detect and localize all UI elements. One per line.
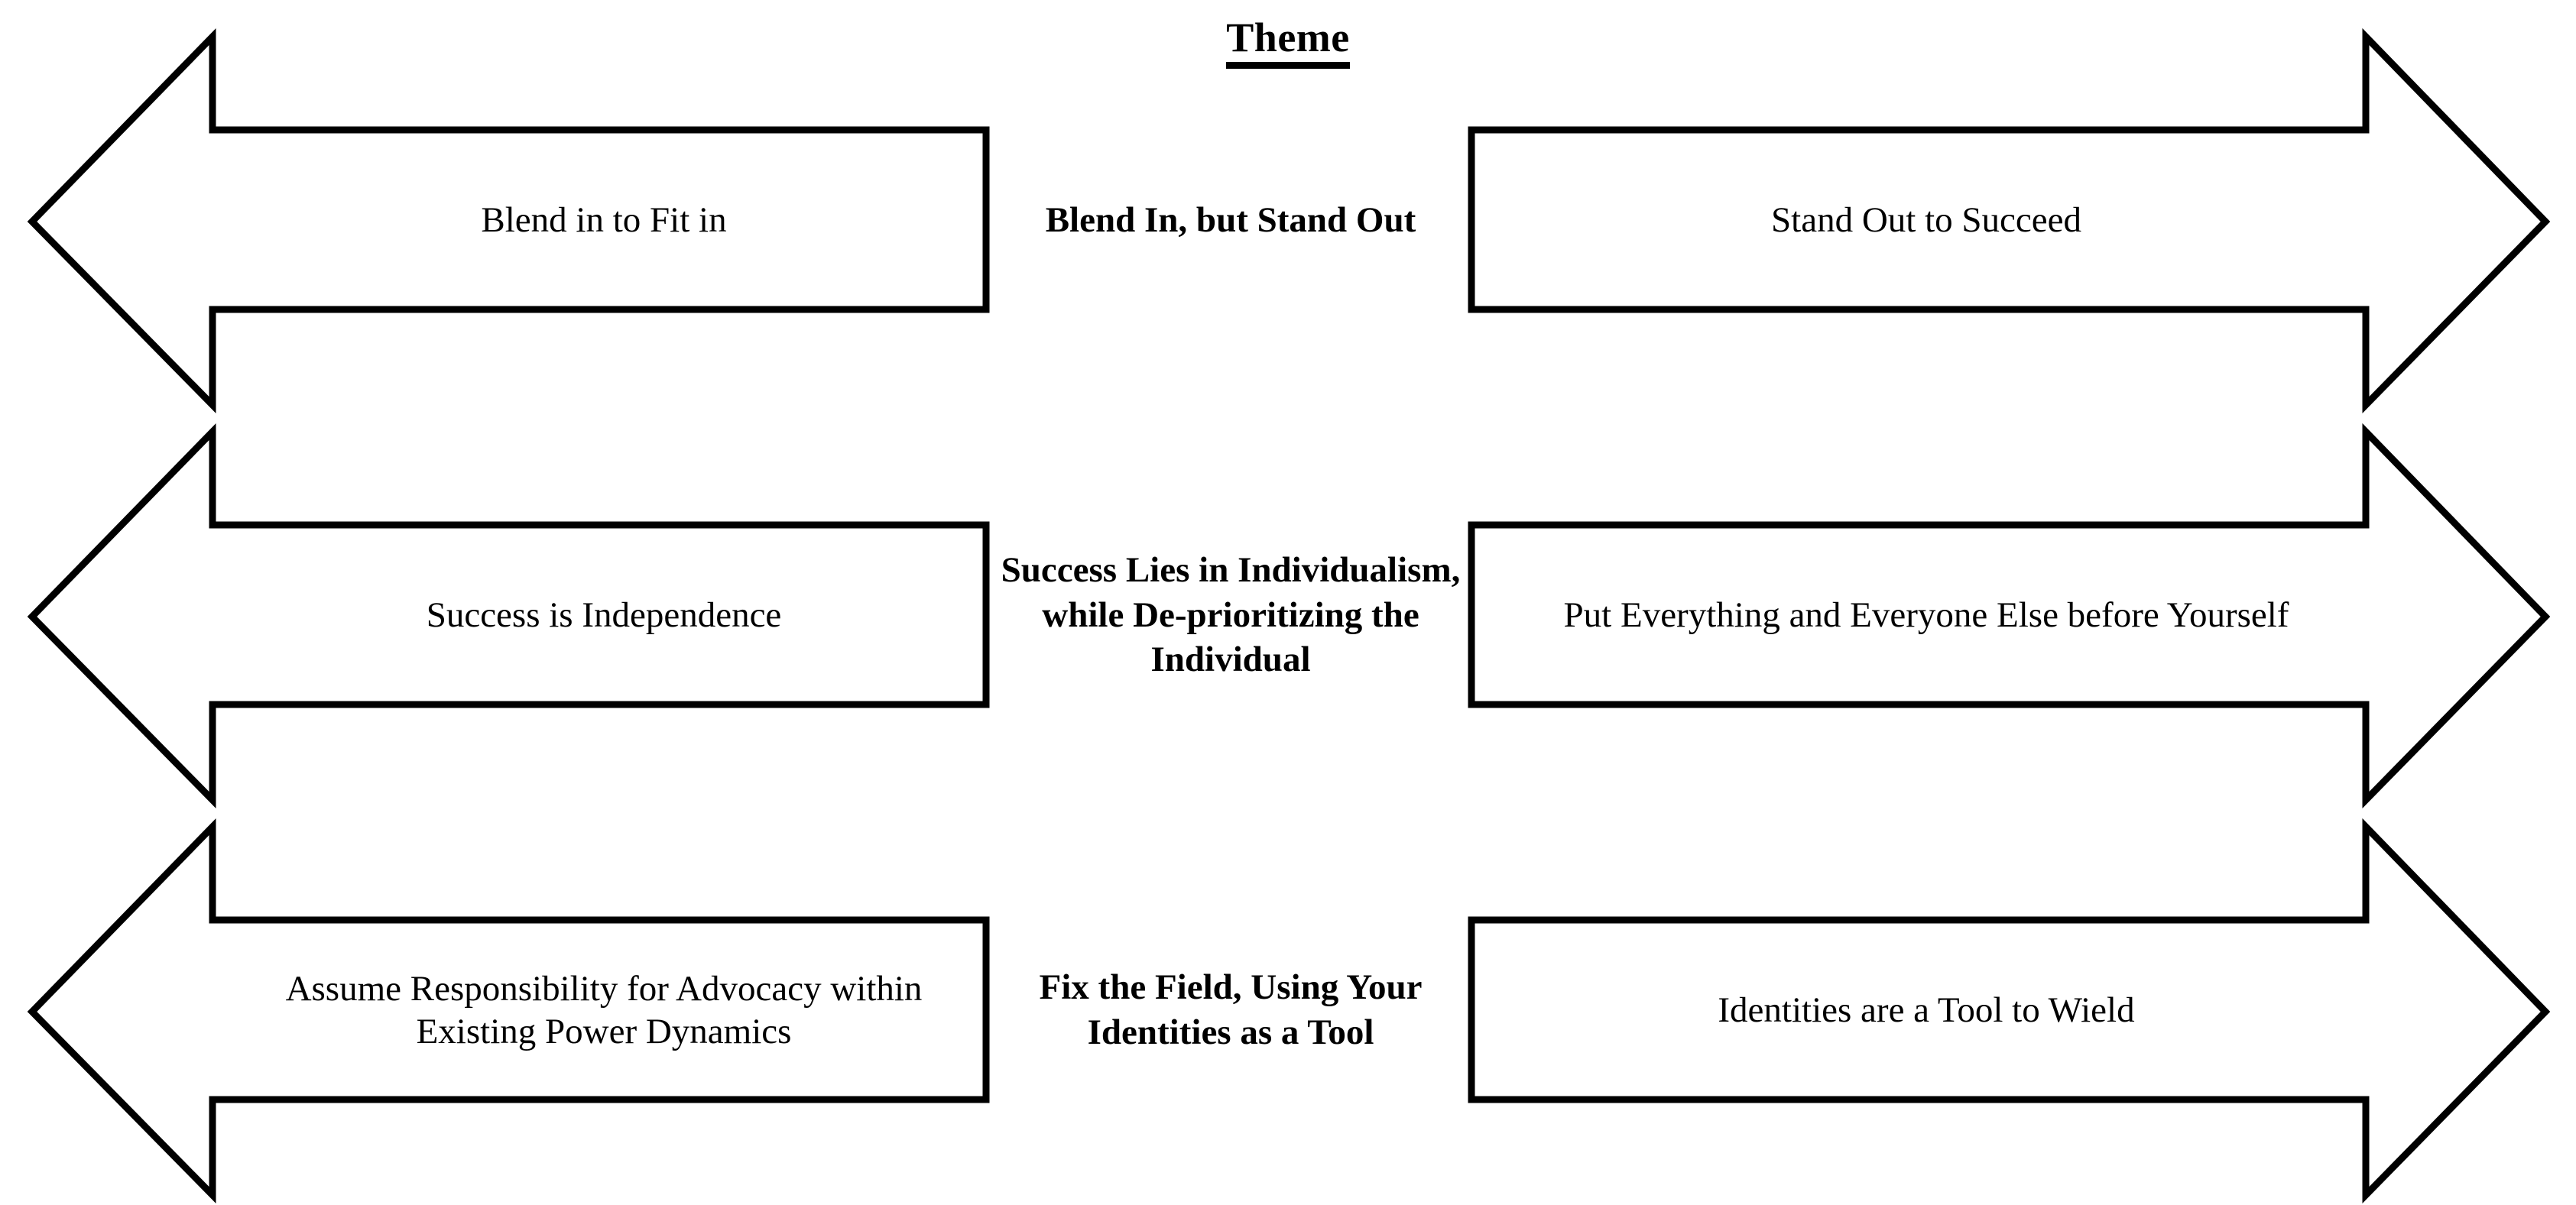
left-arrow-row-3 — [27, 818, 990, 1203]
left-arrow-row-2 — [27, 423, 990, 808]
left-arrow-label-row-1: Blend in to Fit in — [229, 130, 978, 310]
right-arrow-label-row-3: Identities are a Tool to Wield — [1491, 920, 2362, 1100]
right-arrow-row-1 — [1468, 28, 2551, 414]
center-theme-label-row-3-text: Fix the Field, Using Your Identities as … — [1039, 967, 1423, 1052]
right-arrow-label-row-2-text: Put Everything and Everyone Else before … — [1563, 594, 2289, 635]
right-arrow-label-row-1-text: Stand Out to Succeed — [1771, 199, 2081, 240]
left-arrow-label-row-3: Assume Responsibility for Advocacy withi… — [229, 920, 978, 1100]
page-title-text: Theme — [1226, 15, 1350, 69]
center-theme-label-row-3: Fix the Field, Using Your Identities as … — [994, 900, 1468, 1120]
page-title: Theme — [0, 14, 2576, 69]
right-arrow-row-2 — [1468, 423, 2551, 809]
right-arrow-label-row-3-text: Identities are a Tool to Wield — [1718, 990, 2135, 1030]
right-arrow-row-3 — [1468, 818, 2551, 1204]
center-theme-label-row-1-text: Blend In, but Stand Out — [1045, 199, 1416, 240]
left-arrow-label-row-1-text: Blend in to Fit in — [481, 199, 727, 240]
left-arrow-label-row-3-text: Assume Responsibility for Advocacy withi… — [285, 968, 923, 1051]
left-arrow-row-1 — [27, 28, 990, 413]
center-theme-label-row-1: Blend In, but Stand Out — [994, 110, 1468, 330]
center-theme-label-row-2: Success Lies in Individualism, while De-… — [994, 505, 1468, 725]
right-arrow-label-row-2: Put Everything and Everyone Else before … — [1491, 525, 2362, 705]
left-arrow-label-row-2: Success is Independence — [229, 525, 978, 705]
center-theme-label-row-2-text: Success Lies in Individualism, while De-… — [1001, 549, 1461, 680]
right-arrow-label-row-1: Stand Out to Succeed — [1491, 130, 2362, 310]
left-arrow-label-row-2-text: Success is Independence — [426, 594, 782, 635]
